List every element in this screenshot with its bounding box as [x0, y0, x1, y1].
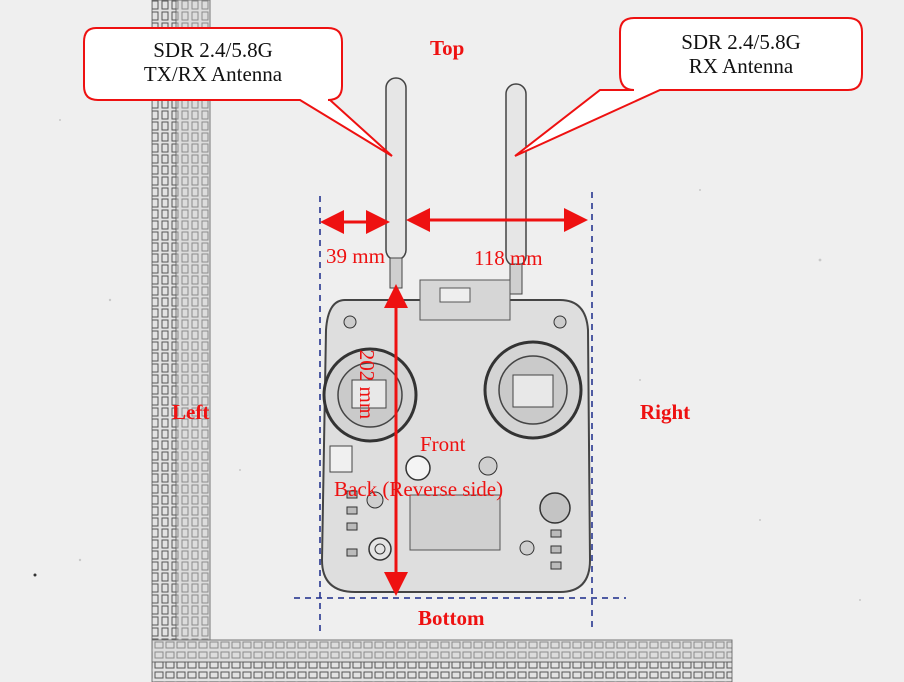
callout-right-line1: SDR 2.4/5.8G [681, 30, 801, 54]
label-right: Right [640, 400, 691, 424]
dimension-arrows [320, 208, 588, 596]
label-left: Left [172, 400, 210, 424]
dimension-height: 202 mm [355, 349, 380, 420]
label-back: Back (Reverse side) [334, 477, 504, 501]
callout-right-text: SDR 2.4/5.8G RX Antenna [624, 30, 858, 78]
label-front: Front [420, 432, 466, 456]
guide-lines [294, 192, 626, 632]
callout-left-line1: SDR 2.4/5.8G [153, 38, 273, 62]
callout-left-bubble [83, 27, 393, 157]
callout-left-text: SDR 2.4/5.8G TX/RX Antenna [88, 38, 338, 86]
antenna-left [385, 77, 407, 289]
controller-body [320, 279, 592, 593]
label-top: Top [430, 36, 465, 60]
callout-left-line2: TX/RX Antenna [143, 62, 283, 86]
label-bottom: Bottom [418, 606, 485, 630]
measuring-ruler [151, 0, 733, 682]
paper-speckles [33, 79, 861, 601]
dimension-antenna-spacing: 118 mm [474, 246, 543, 270]
callout-right-line2: RX Antenna [688, 54, 794, 78]
dimension-left-offset: 39 mm [326, 244, 385, 268]
callout-right-bubble [514, 17, 863, 157]
